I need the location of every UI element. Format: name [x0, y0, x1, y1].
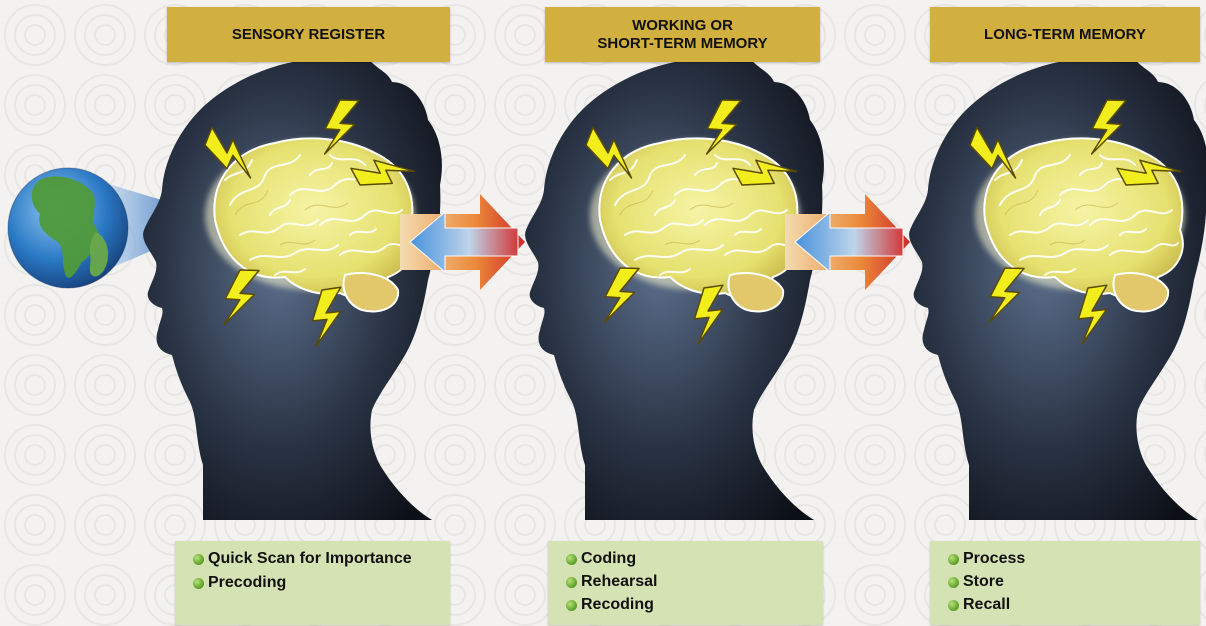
- stage-header-label: WORKING OR SHORT-TERM MEMORY: [597, 17, 767, 53]
- bullet-icon: [566, 600, 577, 611]
- bullet-icon: [566, 554, 577, 565]
- list-item-label: Quick Scan for Importance: [208, 550, 412, 567]
- list-item-label: Process: [963, 550, 1025, 567]
- list-item: Recoding: [566, 596, 813, 614]
- list-item: Store: [948, 573, 1190, 591]
- sensory-register-panel: Quick Scan for Importance Precoding: [175, 541, 450, 625]
- bullet-list: Quick Scan for Importance Precoding: [193, 550, 440, 598]
- stage-header-working-memory: WORKING OR SHORT-TERM MEMORY: [545, 7, 820, 62]
- list-item-label: Precoding: [208, 574, 286, 591]
- stage-header-sensory-register: SENSORY REGISTER: [167, 7, 450, 62]
- long-term-memory-panel: Process Store Recall: [930, 541, 1200, 625]
- stage-header-label: LONG-TERM MEMORY: [984, 26, 1146, 44]
- bullet-icon: [948, 577, 959, 588]
- bullet-icon: [948, 600, 959, 611]
- list-item: Rehearsal: [566, 573, 813, 591]
- list-item-label: Recall: [963, 596, 1010, 613]
- stage-header-label: SENSORY REGISTER: [232, 26, 385, 44]
- list-item: Precoding: [193, 574, 440, 592]
- bullet-icon: [948, 554, 959, 565]
- list-item-label: Recoding: [581, 596, 654, 613]
- list-item-label: Store: [963, 573, 1004, 590]
- list-item: Quick Scan for Importance: [193, 550, 440, 568]
- list-item: Process: [948, 550, 1190, 568]
- list-item: Coding: [566, 550, 813, 568]
- bullet-list: Process Store Recall: [948, 550, 1190, 619]
- bullet-list: Coding Rehearsal Recoding: [566, 550, 813, 619]
- list-item-label: Rehearsal: [581, 573, 658, 590]
- bullet-icon: [193, 578, 204, 589]
- bullet-icon: [193, 554, 204, 565]
- working-memory-panel: Coding Rehearsal Recoding: [548, 541, 823, 625]
- list-item-label: Coding: [581, 550, 636, 567]
- stage-header-long-term-memory: LONG-TERM MEMORY: [930, 7, 1200, 62]
- bullet-icon: [566, 577, 577, 588]
- list-item: Recall: [948, 596, 1190, 614]
